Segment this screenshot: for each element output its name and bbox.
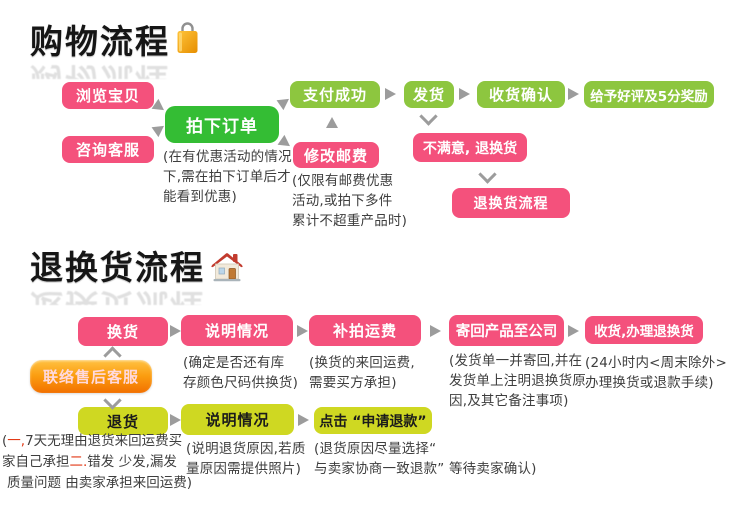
- flow-step-consult: 咨询客服: [62, 136, 154, 163]
- apply-refund-note: (退货原因尽量选择“ 与卖家协商一致退款” 等待卖家确认): [314, 441, 537, 477]
- arrow-ship-to-unsatisfied-icon: [419, 107, 438, 126]
- arrow-explain-to-freight-icon: [297, 325, 308, 337]
- flow-step-contact-service: 联络售后客服: [30, 360, 152, 393]
- arrow-confirm-to-praise-icon: [568, 88, 579, 100]
- arrow-explain-to-refund-icon: [298, 414, 309, 426]
- title-reflection: 购物流程: [30, 61, 200, 79]
- flow-step-confirm: 收货确认: [477, 81, 565, 108]
- flow-step-apply-refund: 点击 “申请退款”: [314, 407, 432, 434]
- arrow-return-to-explain-icon: [170, 414, 181, 426]
- title-reflection: 退换货流程: [30, 287, 244, 305]
- returns-flow-title-group: 退换货流程 退换货流程: [30, 248, 244, 305]
- arrow-pay-to-ship-icon: [385, 88, 396, 100]
- arrow-exchange-to-explain-icon: [170, 325, 181, 337]
- shopping-flow-title: 购物流程: [30, 21, 170, 61]
- flow-step-order: 拍下订单: [165, 106, 279, 143]
- postage-note: (仅限有邮费优惠 活动,或拍下多件 累计不超重产品时): [292, 173, 408, 229]
- receive-note: (24小时内<周末除外> 办理换货或退款手续): [585, 355, 727, 391]
- return-rule-note: (一,7天无理由退货来回运费买 家自己承担二.错发 少发,漏发 质量问题 由卖家…: [2, 433, 193, 491]
- flow-step-pay: 支付成功: [290, 81, 380, 108]
- order-note: (在有优惠活动的情况 下,需在拍下订单后才 能看到优惠): [163, 149, 292, 205]
- send-back-note: (发货单一并寄回,并在 发货单上注明退换货原 因,及其它备注事项): [449, 353, 586, 409]
- flow-step-praise: 给予好评及5分奖励: [584, 81, 714, 108]
- flow-step-return-goods: 退货: [78, 407, 168, 435]
- flow-step-browse: 浏览宝贝: [62, 82, 154, 109]
- arrow-ship-to-confirm-icon: [459, 88, 470, 100]
- explain-return-note: (说明退货原因,若质 量原因需提供照片): [186, 441, 306, 477]
- flow-step-exchange: 换货: [78, 317, 168, 346]
- arrow-sendback-to-receive-icon: [568, 325, 579, 337]
- flow-step-explain-return: 说明情况: [181, 404, 294, 435]
- flow-step-postage: 修改邮费: [293, 142, 379, 168]
- flow-step-receive: 收货,办理退换货: [585, 316, 703, 344]
- arrow-unsatisfied-to-returnflow-icon: [478, 165, 497, 184]
- flow-step-freight: 补拍运费: [309, 315, 421, 346]
- flow-step-explain-exchange: 说明情况: [181, 315, 293, 346]
- flow-step-return-process: 退换货流程: [452, 188, 570, 218]
- returns-flow-title: 退换货流程: [30, 248, 205, 287]
- shopping-bag-icon: [175, 20, 200, 60]
- freight-note: (换货的来回运费, 需要买方承担): [309, 355, 415, 391]
- flow-step-ship: 发货: [404, 81, 454, 108]
- shopping-flow-title-group: 购物流程 购物流程: [30, 20, 200, 79]
- house-icon: [210, 251, 244, 286]
- arrow-freight-to-sendback-icon: [430, 325, 441, 337]
- flow-step-unsatisfied: 不满意, 退换货: [413, 133, 527, 162]
- arrow-postage-to-pay-icon: [326, 117, 338, 128]
- explain-exchange-note: (确定是否还有库 存颜色尺码供换货): [183, 355, 299, 391]
- flow-step-send-back: 寄回产品至公司: [449, 315, 564, 346]
